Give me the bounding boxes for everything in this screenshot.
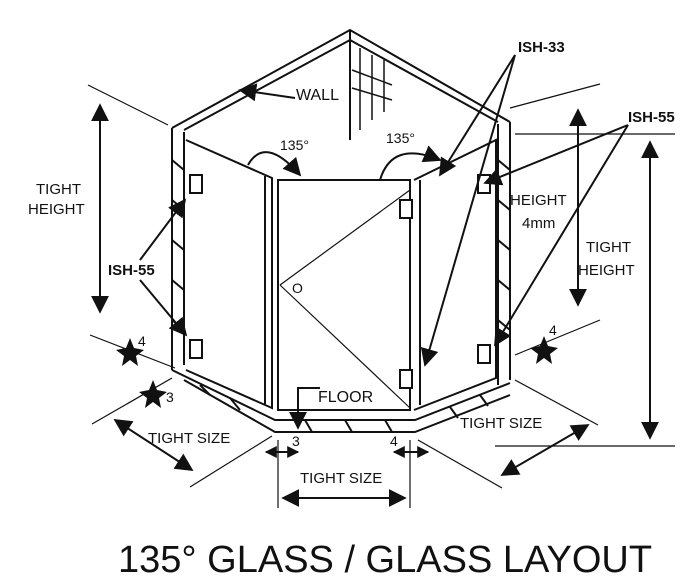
gap-4-bottom-label: 4 xyxy=(390,433,398,449)
tight-size-right-label: TIGHT SIZE xyxy=(460,415,542,432)
tight-size-left-label: TIGHT SIZE xyxy=(148,430,230,447)
wall-label: WALL xyxy=(296,87,339,104)
angle-right-label: 135° xyxy=(386,130,415,146)
gap-4-right-label: 4 xyxy=(549,322,557,338)
dimension-lines xyxy=(87,83,675,508)
angle-left-label: 135° xyxy=(280,137,309,153)
tight-height-left-line1: TIGHT xyxy=(36,181,81,198)
gap-4-left-label: 4 xyxy=(138,333,146,349)
tight-height-left-line2: HEIGHT xyxy=(28,201,85,218)
angle-arcs xyxy=(247,145,442,181)
glass-panels xyxy=(185,138,497,411)
tight-height-right-line2: HEIGHT xyxy=(578,262,635,279)
pivot-label: O xyxy=(292,280,303,296)
left-wall-column xyxy=(171,128,185,370)
ish33-label: ISH-33 xyxy=(518,39,565,56)
gap-3-bottom-label: 3 xyxy=(292,433,300,449)
ish55-right-label: ISH-55 xyxy=(628,109,675,126)
wall-outline xyxy=(171,28,511,140)
ish55-left-label: ISH-55 xyxy=(108,262,155,279)
floor-label: FLOOR xyxy=(318,389,373,406)
height-mid-line1: HEIGHT xyxy=(510,192,567,209)
tight-height-right-line1: TIGHT xyxy=(586,239,631,256)
right-wall-column xyxy=(497,122,511,385)
diagram-caption: 135° GLASS / GLASS LAYOUT xyxy=(118,539,652,579)
gap-markers xyxy=(116,336,558,408)
gap-3-left-label: 3 xyxy=(166,389,174,405)
hinges xyxy=(189,174,491,389)
height-mid-line2: 4mm xyxy=(522,215,555,232)
tight-size-bottom-label: TIGHT SIZE xyxy=(300,470,382,487)
leader-arrows xyxy=(139,54,629,430)
